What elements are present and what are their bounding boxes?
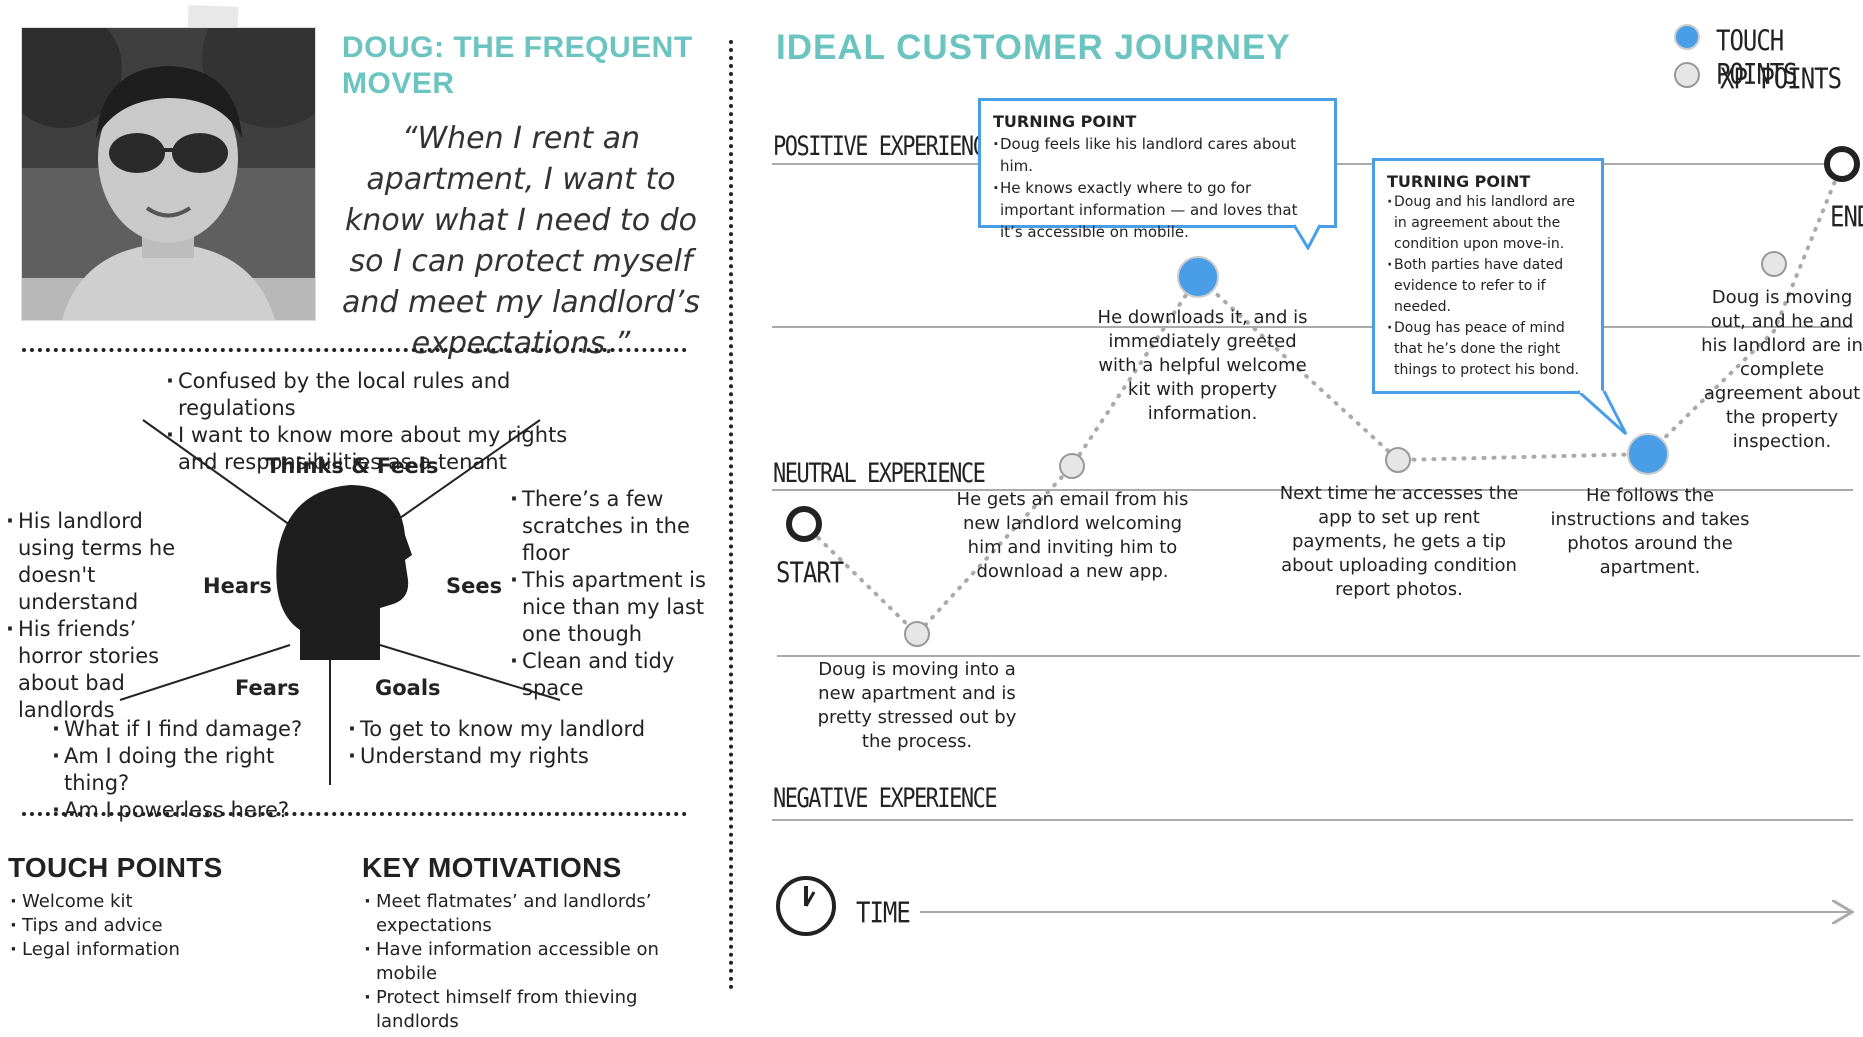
positive-experience-label: POSITIVE EXPERIENCE (773, 132, 998, 162)
vertical-divider (729, 40, 733, 990)
persona-photo (22, 28, 315, 320)
list-item: Meet flatmates’ and landlords’ expectati… (364, 890, 664, 938)
person-photo-illustration (22, 28, 315, 320)
persona-title: DOUG: THE FREQUENT MOVER (342, 31, 693, 100)
list-item: To get to know my landlord (348, 716, 648, 743)
neutral-experience-label: NEUTRAL EXPERIENCE (773, 459, 986, 489)
step-text-6: Doug is moving out, and he and his landl… (1701, 287, 1863, 452)
fears-list: What if I find damage?Am I doing the rig… (52, 716, 342, 824)
sees-label: Sees (446, 574, 503, 598)
list-item: Protect himself from thieving landlords (364, 986, 664, 1034)
list-item: Am I powerless here? (52, 797, 342, 824)
turning-point-item: Doug has peace of mind that he’s done th… (1387, 318, 1589, 381)
turning-point-title: TURNING POINT (993, 112, 1137, 131)
key-motivations-heading: KEY MOTIVATIONS (362, 852, 622, 883)
step-text-5: He follows the instructions and takes ph… (1550, 485, 1750, 578)
time-label: TIME (856, 896, 911, 930)
head-silhouette (276, 485, 412, 660)
list-item: Legal information (10, 938, 310, 962)
step-text-2: He gets an email from his new landlord w… (956, 489, 1189, 582)
list-item: Welcome kit (10, 890, 310, 914)
end-label: END (1830, 200, 1863, 234)
start-label: START (776, 556, 844, 590)
step-text-1: Doug is moving into a new apartment and … (817, 659, 1017, 752)
turning-point-item: Doug feels like his landlord cares about… (993, 133, 1322, 177)
list-item: His friends’ horror stories about bad la… (6, 616, 206, 724)
persona-quote: “When I rent an apartment, I want to kno… (342, 121, 700, 361)
list-item: This apartment is nice than my last one … (510, 567, 720, 648)
turning-point-bubble-2: TURNING POINT Doug and his landlord are … (1372, 158, 1604, 394)
key-motivations-list: Meet flatmates’ and landlords’ expectati… (364, 890, 664, 1034)
turning-point-title: TURNING POINT (1387, 172, 1531, 191)
sees-list: There’s a few scratches in the floorThis… (510, 486, 720, 702)
journey-title: IDEAL CUSTOMER JOURNEY (776, 28, 1291, 67)
list-item: I want to know more about my rights and … (166, 422, 606, 476)
xp-point (1059, 453, 1085, 479)
touch-point-legend-icon (1674, 24, 1700, 50)
turning-point-item: Both parties have dated evidence to refe… (1387, 255, 1589, 318)
touch-point (1627, 433, 1669, 475)
divider (22, 348, 687, 352)
list-item: There’s a few scratches in the floor (510, 486, 720, 567)
list-item: What if I find damage? (52, 716, 342, 743)
list-item: His landlord using terms he doesn't unde… (6, 508, 206, 616)
thinks-feels-list: Confused by the local rules and regulati… (166, 368, 606, 476)
fears-label: Fears (235, 676, 300, 700)
touch-points-heading: TOUCH POINTS (8, 852, 223, 883)
thinks-feels-label: Thinks & Feels (266, 454, 439, 478)
xp-point-legend-icon (1674, 62, 1700, 88)
end-node (1824, 146, 1860, 182)
journey-graph (772, 146, 1860, 936)
goals-list: To get to know my landlordUnderstand my … (348, 716, 648, 770)
step-text-3: He downloads it, and is immediately gree… (1097, 307, 1308, 424)
list-item: Tips and advice (10, 914, 310, 938)
legend-xp-label: XP POINTS (1720, 62, 1842, 96)
turning-point-bubble-1: TURNING POINT Doug feels like his landlo… (978, 98, 1337, 241)
hears-list: His landlord using terms he doesn't unde… (6, 508, 206, 724)
bubble-tail (1578, 390, 1628, 436)
goals-label: Goals (375, 676, 441, 700)
list-item: Am I doing the right thing? (52, 743, 342, 797)
step-text-4: Next time he accesses the app to set up … (1279, 483, 1519, 600)
clock-icon (776, 876, 836, 936)
list-item: Confused by the local rules and regulati… (166, 368, 606, 422)
hears-label: Hears (203, 574, 272, 598)
xp-point (1385, 447, 1411, 473)
start-node (786, 506, 822, 542)
xp-point (904, 621, 930, 647)
legend-touch-label: TOUCH POINTS (1716, 24, 1798, 92)
negative-experience-label: NEGATIVE EXPERIENCE (773, 784, 998, 814)
turning-point-item: He knows exactly where to go for importa… (993, 177, 1322, 243)
list-item: Understand my rights (348, 743, 648, 770)
divider (22, 812, 687, 816)
list-item: Have information accessible on mobile (364, 938, 664, 986)
bubble-tail (1294, 224, 1322, 250)
list-item: Clean and tidy space (510, 648, 720, 702)
xp-point (1761, 251, 1787, 277)
touch-point (1177, 256, 1219, 298)
turning-point-item: Doug and his landlord are in agreement a… (1387, 192, 1589, 255)
touch-points-list: Welcome kitTips and adviceLegal informat… (10, 890, 310, 962)
